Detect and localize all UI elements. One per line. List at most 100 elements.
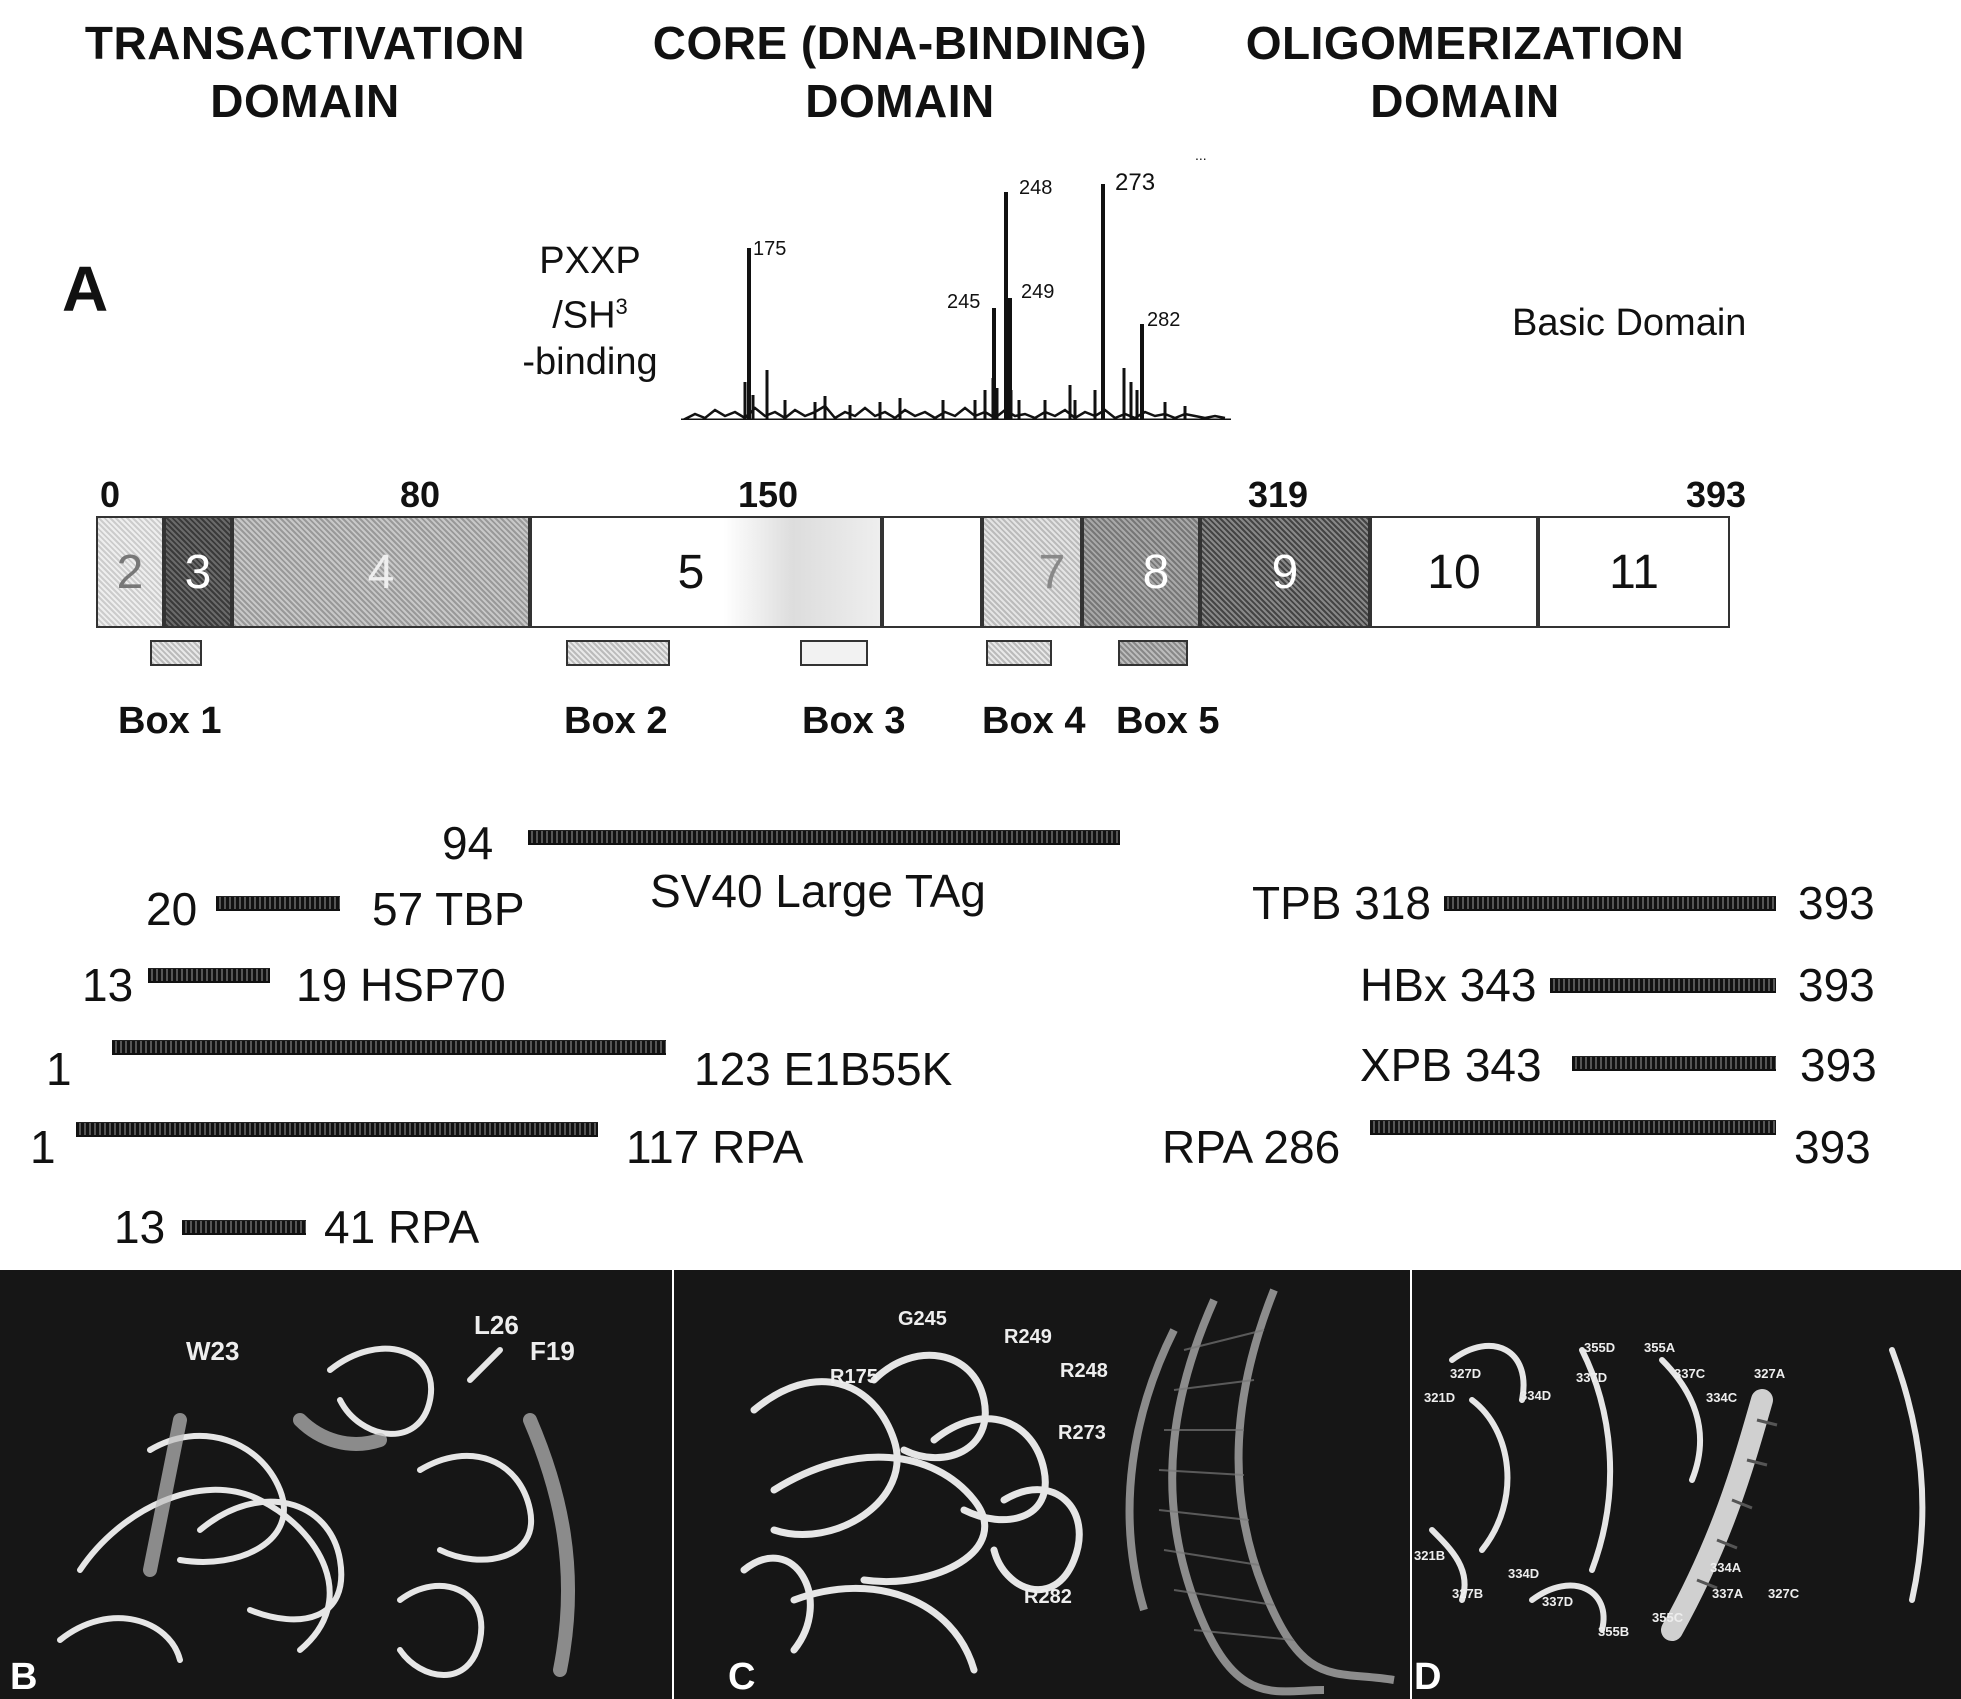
rpa2-end: 41 bbox=[324, 1201, 376, 1253]
panel-d-label-355a: 355A bbox=[1644, 1340, 1676, 1355]
header-core: CORE (DNA-BINDING) DOMAIN bbox=[620, 14, 1180, 130]
tpb-start: 318 bbox=[1354, 877, 1431, 929]
hotspot-label-282: 282 bbox=[1147, 309, 1180, 331]
rpa2-name: RPA bbox=[387, 1201, 480, 1253]
panel-c-label-g245: G245 bbox=[898, 1308, 947, 1330]
hbx-start: 343 bbox=[1459, 959, 1537, 1011]
hotspot-label-cut: ... bbox=[1195, 150, 1207, 163]
rpa3-end: 393 bbox=[1794, 1121, 1871, 1173]
scale-80: 80 bbox=[400, 474, 441, 515]
panel-b-label-f19: F19 bbox=[530, 1336, 575, 1366]
sv40-bar bbox=[528, 830, 1120, 845]
panel-c-structure: G245 R175 R249 R248 R273 R282 C bbox=[674, 1270, 1410, 1699]
exon-11-label: 11 bbox=[1609, 545, 1659, 599]
hbx-end: 393 bbox=[1798, 959, 1875, 1011]
rpa3-name: RPA bbox=[1162, 1121, 1251, 1173]
panel-d-label-334d: 334D bbox=[1520, 1388, 1552, 1403]
hsp70-bar bbox=[148, 968, 270, 983]
panel-d-label-334d-b: 334D bbox=[1508, 1566, 1540, 1581]
e1b55k-name: E1B55K bbox=[783, 1043, 953, 1095]
header-line: TRANSACTIVATION bbox=[84, 17, 526, 69]
exon-6-gap bbox=[882, 516, 982, 628]
box-1-marker bbox=[150, 640, 202, 666]
rpa3-start: 286 bbox=[1263, 1121, 1341, 1173]
panel-d-ribbon bbox=[1429, 1342, 1926, 1641]
rpa1-start: 1 bbox=[30, 1121, 56, 1173]
panel-d-label-327d: 327D bbox=[1450, 1366, 1482, 1381]
panel-c-label-r249: R249 bbox=[1004, 1326, 1052, 1348]
panel-d-label-355c: 355C bbox=[1652, 1610, 1684, 1625]
binding-line: -binding bbox=[522, 340, 658, 383]
e1b55k-bar bbox=[112, 1040, 666, 1055]
box-3-label: Box 3 bbox=[802, 700, 906, 742]
exon-10: 10 bbox=[1370, 516, 1538, 628]
panel-c-letter: C bbox=[728, 1656, 756, 1698]
exon-8: 8 bbox=[1082, 516, 1200, 628]
exon-7: 7 bbox=[982, 516, 1082, 628]
rpa1-bar bbox=[76, 1122, 598, 1137]
header-line: DOMAIN bbox=[210, 75, 400, 127]
panel-d-label-321b: 321B bbox=[1414, 1548, 1446, 1563]
sv40-name: SV40 Large TAg bbox=[650, 865, 986, 917]
exon-8-label: 8 bbox=[1142, 545, 1170, 599]
panel-b-label-l26: L26 bbox=[474, 1310, 519, 1340]
xpb-bar bbox=[1572, 1056, 1776, 1071]
panel-d-label-355d: 355D bbox=[1584, 1340, 1616, 1355]
hotspot-label-245: 245 bbox=[947, 291, 980, 313]
header-line: CORE (DNA-BINDING) bbox=[652, 17, 1148, 69]
hotspot-label-248: 248 bbox=[1019, 177, 1052, 199]
box-5-marker bbox=[1118, 640, 1188, 666]
rpa1-name: RPA bbox=[712, 1121, 804, 1173]
exon-7-label: 7 bbox=[1038, 545, 1066, 599]
scale-393: 393 bbox=[1686, 474, 1747, 515]
panel-c-label-r248: R248 bbox=[1060, 1360, 1108, 1382]
rpa3-name-start: RPA 286 bbox=[1162, 1122, 1340, 1172]
histogram-baseline bbox=[681, 404, 1231, 420]
panel-b-letter: B bbox=[10, 1656, 38, 1698]
exon-4-label: 4 bbox=[367, 545, 395, 599]
header-line: DOMAIN bbox=[1370, 75, 1560, 127]
rpa1-end: 117 bbox=[626, 1121, 700, 1173]
tpb-bar bbox=[1444, 896, 1776, 911]
hsp70-start: 13 bbox=[82, 959, 134, 1011]
scale-319: 319 bbox=[1248, 474, 1309, 515]
tpb-end: 393 bbox=[1798, 877, 1875, 929]
box-5-label: Box 5 bbox=[1116, 700, 1220, 742]
xpb-end: 393 bbox=[1800, 1039, 1877, 1091]
panel-c-label-r273: R273 bbox=[1058, 1422, 1106, 1444]
panel-d-letter: D bbox=[1414, 1656, 1442, 1698]
panel-d-label-327a: 327A bbox=[1754, 1366, 1786, 1381]
tpb-name-start: TPB 318 bbox=[1252, 878, 1431, 928]
hsp70-name: HSP70 bbox=[359, 959, 506, 1011]
tbp-end-name: 57 TBP bbox=[372, 884, 525, 934]
sv40-start: 94 bbox=[442, 817, 494, 869]
panel-b-ribbon bbox=[57, 1345, 576, 1678]
box-3-marker bbox=[800, 640, 868, 666]
hbx-name: HBx bbox=[1360, 959, 1447, 1011]
panel-c-ribbon bbox=[740, 1288, 1395, 1696]
hsp70-end-name: 19 HSP70 bbox=[296, 960, 506, 1010]
sh3-line: /SH3 bbox=[505, 284, 675, 339]
exon-2-label: 2 bbox=[116, 545, 144, 599]
scale-150: 150 bbox=[738, 474, 799, 515]
mutation-histogram: 175 245 248 249 273 282 ... bbox=[681, 150, 1231, 420]
exon-9: 9 bbox=[1200, 516, 1370, 628]
header-line: DOMAIN bbox=[805, 75, 995, 127]
box-2-label: Box 2 bbox=[564, 700, 668, 742]
rpa1-end-name: 117 RPA bbox=[626, 1122, 803, 1172]
header-oligomerization: OLIGOMERIZATION DOMAIN bbox=[1200, 14, 1730, 130]
panel-d-label-337d-b: 337D bbox=[1542, 1594, 1574, 1609]
hsp70-end: 19 bbox=[296, 959, 348, 1011]
panel-c-label-r175: R175 bbox=[830, 1366, 878, 1388]
hotspot-labels: 175 245 248 249 273 282 ... bbox=[753, 150, 1207, 331]
exon-11: 11 bbox=[1538, 516, 1730, 628]
panel-a-letter: A bbox=[62, 253, 109, 325]
panel-d-label-321d: 321D bbox=[1424, 1390, 1456, 1405]
hotspot-label-175: 175 bbox=[753, 238, 786, 260]
box-4-marker bbox=[986, 640, 1052, 666]
e1b55k-end-name: 123 E1B55K bbox=[694, 1044, 952, 1094]
box-4-label: Box 4 bbox=[982, 700, 1086, 742]
xpb-start: 343 bbox=[1464, 1039, 1542, 1091]
exon-10-label: 10 bbox=[1427, 545, 1481, 599]
header-line: OLIGOMERIZATION bbox=[1245, 17, 1685, 69]
